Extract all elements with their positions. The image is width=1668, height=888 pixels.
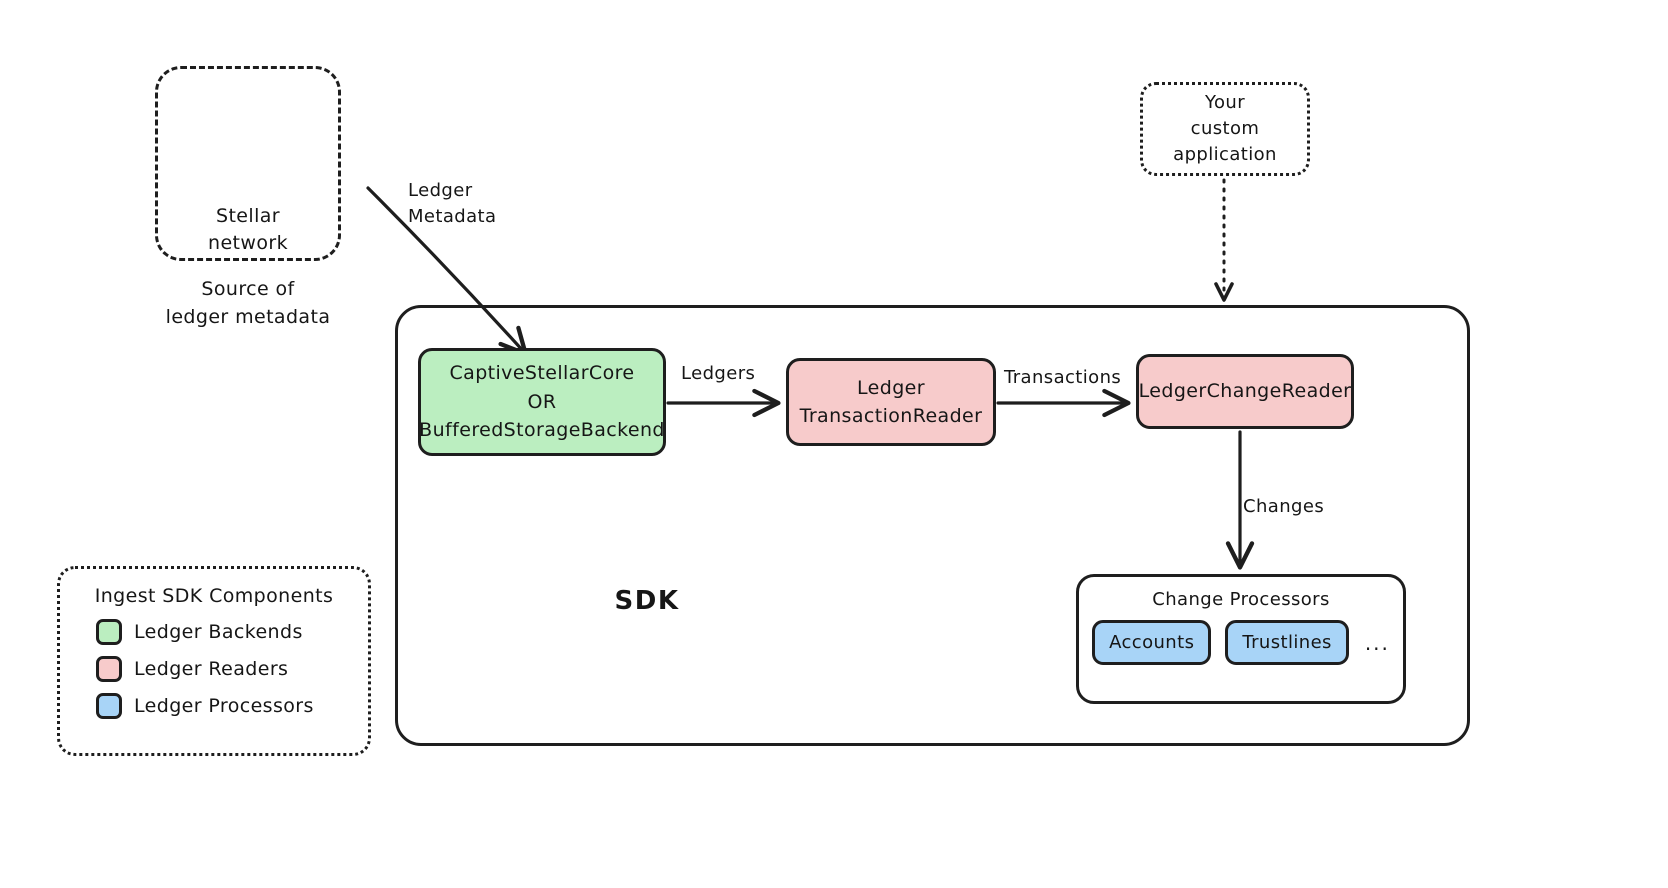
stellar-network-box: Stellar network bbox=[155, 66, 341, 261]
legend-item-ledger-backends: Ledger Backends bbox=[60, 619, 368, 645]
txreader-line-2: TransactionReader bbox=[799, 405, 983, 427]
source-caption: Source of ledger metadata bbox=[140, 276, 356, 331]
change-processors-title: Change Processors bbox=[1152, 589, 1330, 610]
stellar-line-2: network bbox=[208, 232, 288, 255]
stellar-network-label: Stellar network bbox=[208, 203, 288, 258]
txreader-line-1: Ledger bbox=[857, 376, 925, 399]
legend-box: Ingest SDK Components Ledger Backends Le… bbox=[57, 566, 371, 756]
legend-item-ledger-readers: Ledger Readers bbox=[60, 656, 368, 682]
edge-label-ledger-metadata: Ledger Metadata bbox=[408, 178, 496, 230]
change-processors-box: Change Processors Accounts Trustlines ..… bbox=[1076, 574, 1406, 704]
ledger-metadata-line-1: Ledger bbox=[408, 180, 473, 201]
legend-label-ledger-readers: Ledger Readers bbox=[134, 658, 289, 680]
legend-title: Ingest SDK Components bbox=[94, 585, 334, 607]
change-processors-row: Accounts Trustlines ... bbox=[1092, 620, 1390, 665]
backend-line-3: BufferedStorageBackend bbox=[419, 419, 665, 442]
backend-line-1: CaptiveStellarCore bbox=[449, 362, 635, 385]
processor-chip-trustlines[interactable]: Trustlines bbox=[1225, 620, 1349, 665]
backend-line-2: OR bbox=[527, 390, 557, 413]
custom-app-line-1: Your bbox=[1204, 91, 1246, 113]
legend-swatch-pink bbox=[96, 656, 122, 682]
custom-app-line-3: application bbox=[1173, 144, 1277, 166]
custom-application-box: Your custom application bbox=[1140, 82, 1310, 176]
edge-label-changes: Changes bbox=[1243, 496, 1325, 517]
node-ledger-transaction-reader[interactable]: Ledger TransactionReader bbox=[786, 358, 996, 446]
ledger-metadata-line-2: Metadata bbox=[408, 206, 497, 228]
legend-swatch-blue bbox=[96, 693, 122, 719]
node-ledger-backend[interactable]: CaptiveStellarCore OR BufferedStorageBac… bbox=[418, 348, 666, 456]
edge-label-transactions: Transactions bbox=[1004, 367, 1122, 388]
legend-label-ledger-backends: Ledger Backends bbox=[134, 621, 303, 643]
node-ledger-change-reader[interactable]: LedgerChangeReader bbox=[1136, 354, 1354, 429]
sdk-label: SDK bbox=[614, 586, 680, 616]
changereader-line-1: LedgerChangeReader bbox=[1138, 380, 1352, 403]
processor-ellipsis: ... bbox=[1364, 630, 1390, 655]
stellar-line-1: Stellar bbox=[215, 204, 280, 227]
legend-swatch-green bbox=[96, 619, 122, 645]
legend-label-ledger-processors: Ledger Processors bbox=[134, 695, 314, 717]
source-caption-line-2: ledger metadata bbox=[165, 305, 331, 328]
custom-app-line-2: custom bbox=[1190, 117, 1260, 139]
sdk-container bbox=[395, 305, 1470, 746]
source-caption-line-1: Source of bbox=[201, 278, 295, 300]
edge-label-ledgers: Ledgers bbox=[681, 363, 756, 384]
processor-chip-accounts[interactable]: Accounts bbox=[1092, 620, 1212, 665]
legend-item-ledger-processors: Ledger Processors bbox=[60, 693, 368, 719]
